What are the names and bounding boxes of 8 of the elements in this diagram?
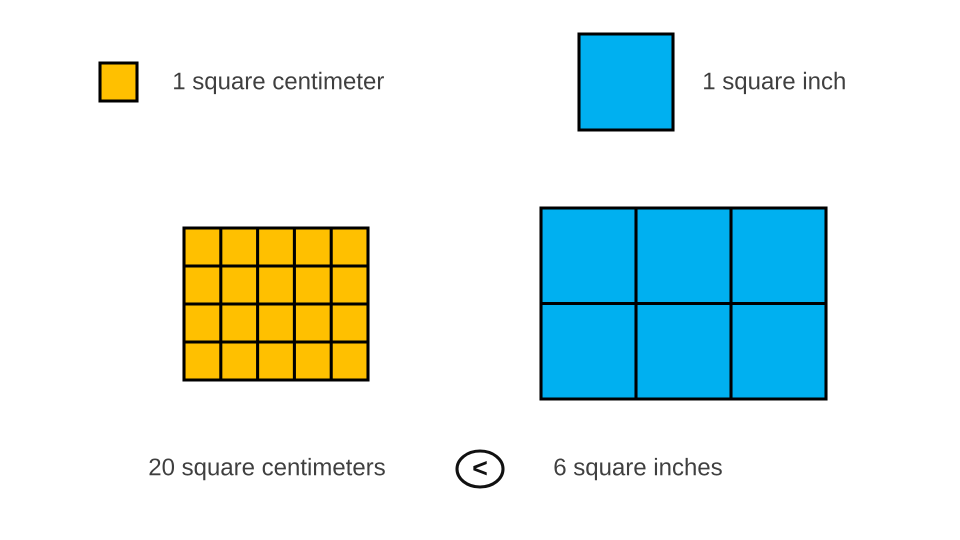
area-label: 20 square centimeters — [150, 458, 385, 480]
unit-square — [98, 61, 139, 103]
square-grid — [539, 206, 828, 401]
square-grid — [182, 226, 370, 382]
area-label: 1 square inch — [704, 72, 845, 94]
area-label: 6 square inches — [554, 458, 722, 480]
area-label: 1 square centimeter — [174, 72, 384, 94]
unit-square — [577, 32, 675, 132]
